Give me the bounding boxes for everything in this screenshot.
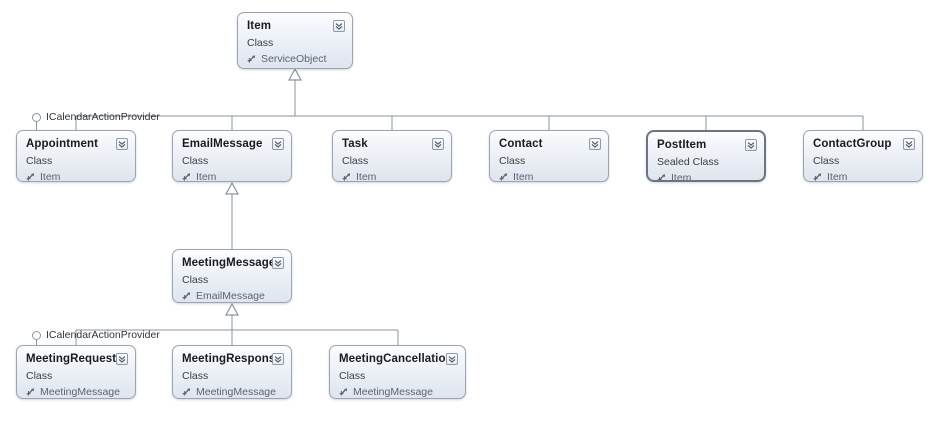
class-base-row: MeetingMessage: [339, 386, 433, 398]
chevron-down-collapse-icon[interactable]: [903, 138, 915, 150]
class-base-name: MeetingMessage: [353, 386, 433, 398]
class-stereotype: Class: [182, 274, 209, 286]
class-base-row: Item: [182, 171, 217, 182]
base-class-arrow-icon: [339, 387, 349, 397]
class-base-name: ServiceObject: [261, 53, 327, 65]
class-stereotype: Class: [499, 155, 526, 167]
class-base-row: Item: [342, 171, 377, 182]
base-class-arrow-icon: [182, 172, 192, 181]
class-title: Task: [342, 138, 368, 150]
class-title: Item: [247, 20, 272, 32]
class-base-name: Item: [196, 171, 217, 182]
class-stereotype: Class: [339, 370, 366, 382]
base-class-arrow-icon: [26, 387, 36, 397]
interface-label: ICalendarActionProvider: [46, 111, 160, 123]
class-base-row: Item: [813, 171, 848, 182]
class-base-name: Item: [356, 171, 377, 182]
class-stereotype: Class: [26, 155, 53, 167]
class-stereotype: Class: [247, 37, 274, 49]
interface-circle-icon: [32, 113, 41, 122]
chevron-down-collapse-icon[interactable]: [272, 138, 284, 150]
class-base-row: Item: [499, 171, 534, 182]
class-base-row: Item: [26, 171, 61, 182]
class-base-name: MeetingMessage: [196, 386, 276, 398]
class-stereotype: Class: [26, 370, 53, 382]
chevron-down-collapse-icon[interactable]: [116, 353, 128, 365]
class-title: ContactGroup: [813, 138, 892, 150]
class-base-name: MeetingMessage: [40, 386, 120, 398]
class-stereotype: Class: [342, 155, 369, 167]
class-stereotype: Class: [182, 370, 209, 382]
class-title: MeetingResponse: [182, 353, 282, 365]
base-class-arrow-icon: [26, 172, 36, 181]
interface-circle-icon: [32, 331, 41, 340]
class-base-row: EmailMessage: [182, 290, 265, 302]
base-class-arrow-icon: [247, 54, 257, 64]
class-base-row: Item: [657, 172, 692, 182]
class-title: MeetingCancellation: [339, 353, 453, 365]
base-class-arrow-icon: [342, 172, 352, 181]
base-class-arrow-icon: [657, 173, 667, 180]
class-title: EmailMessage: [182, 138, 263, 150]
chevron-down-collapse-icon[interactable]: [272, 257, 284, 269]
class-base-row: MeetingMessage: [182, 386, 276, 398]
class-base-name: Item: [827, 171, 848, 182]
class-stereotype: Sealed Class: [657, 156, 719, 168]
interface-label: ICalendarActionProvider: [46, 329, 160, 341]
class-stereotype: Class: [813, 155, 840, 167]
chevron-down-collapse-icon[interactable]: [333, 20, 345, 32]
arrowhead-to-emailmessage: [224, 181, 240, 195]
class-title: Appointment: [26, 138, 99, 150]
arrowhead-to-item: [287, 67, 303, 81]
chevron-down-collapse-icon[interactable]: [589, 138, 601, 150]
class-title: PostItem: [657, 139, 707, 151]
class-base-name: Item: [513, 171, 534, 182]
class-title: MeetingRequest: [26, 353, 117, 365]
class-title: Contact: [499, 138, 543, 150]
base-class-arrow-icon: [182, 387, 192, 397]
class-stereotype: Class: [182, 155, 209, 167]
class-base-name: Item: [40, 171, 61, 182]
base-class-arrow-icon: [182, 291, 192, 301]
chevron-down-collapse-icon[interactable]: [116, 138, 128, 150]
class-base-row: ServiceObject: [247, 53, 326, 65]
arrowhead-to-meetingmessage: [224, 302, 240, 316]
class-base-row: MeetingMessage: [26, 386, 120, 398]
chevron-down-collapse-icon[interactable]: [272, 353, 284, 365]
chevron-down-collapse-icon[interactable]: [446, 353, 458, 365]
class-base-name: Item: [671, 172, 692, 182]
chevron-down-collapse-icon[interactable]: [745, 139, 757, 151]
class-base-name: EmailMessage: [196, 290, 265, 302]
chevron-down-collapse-icon[interactable]: [432, 138, 444, 150]
class-title: MeetingMessage: [182, 257, 276, 269]
base-class-arrow-icon: [499, 172, 509, 181]
base-class-arrow-icon: [813, 172, 823, 181]
